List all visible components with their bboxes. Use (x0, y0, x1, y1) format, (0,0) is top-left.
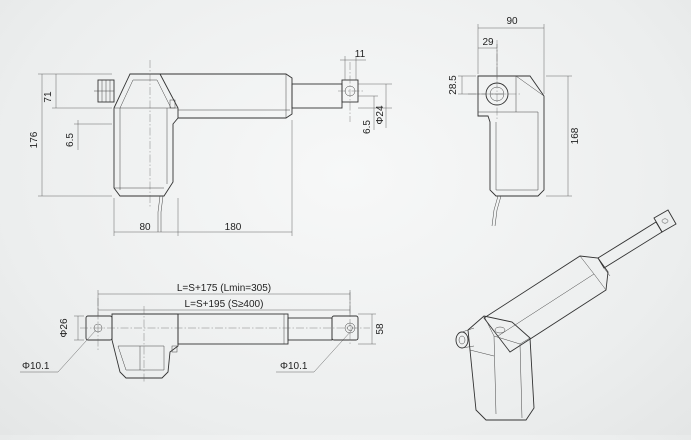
dim-length-long: L=S+195 (S≥400) (185, 299, 264, 310)
dim-28-5: 28.5 (448, 75, 459, 95)
dim-176: 176 (29, 131, 40, 148)
iso-housing (467, 315, 535, 421)
bottom-view: L=S+175 (Lmin=305) L=S+195 (S≥400) Φ26 5… (20, 283, 386, 382)
side-housing (113, 73, 179, 197)
dim-length-short: L=S+175 (Lmin=305) (177, 283, 271, 294)
dim-80: 80 (139, 222, 151, 233)
dim-71: 71 (43, 91, 54, 103)
dim-hole-left: Φ10.1 (22, 361, 50, 372)
bottom-outer-tube (177, 313, 289, 345)
iso-rod-eye (653, 209, 677, 233)
dim-58: 58 (375, 323, 386, 335)
dim-phi26: Φ26 (59, 318, 70, 338)
side-view: 176 71 6.5 80 180 11 6.5 Φ24 (29, 49, 392, 236)
dim-hole-right: Φ10.1 (280, 361, 308, 372)
dim-6-5-left: 6.5 (65, 133, 76, 147)
end-view: 90 29 28.5 168 (448, 16, 581, 227)
end-housing (477, 75, 545, 197)
dim-11: 11 (355, 49, 366, 60)
dim-6-5-right: 6.5 (362, 120, 373, 134)
side-outer-tube (160, 73, 293, 119)
dim-168: 168 (570, 127, 581, 144)
iso-rod (597, 221, 663, 269)
dim-180: 180 (225, 222, 242, 233)
iso-rear-knob (455, 331, 469, 349)
dim-phi24: Φ24 (375, 105, 386, 125)
dim-90: 90 (506, 16, 518, 27)
side-inner-tube (291, 83, 343, 109)
dim-29: 29 (482, 37, 494, 48)
isometric-view (455, 209, 677, 421)
iso-outer-tube (483, 255, 609, 353)
bottom-inner-tube (287, 317, 333, 341)
